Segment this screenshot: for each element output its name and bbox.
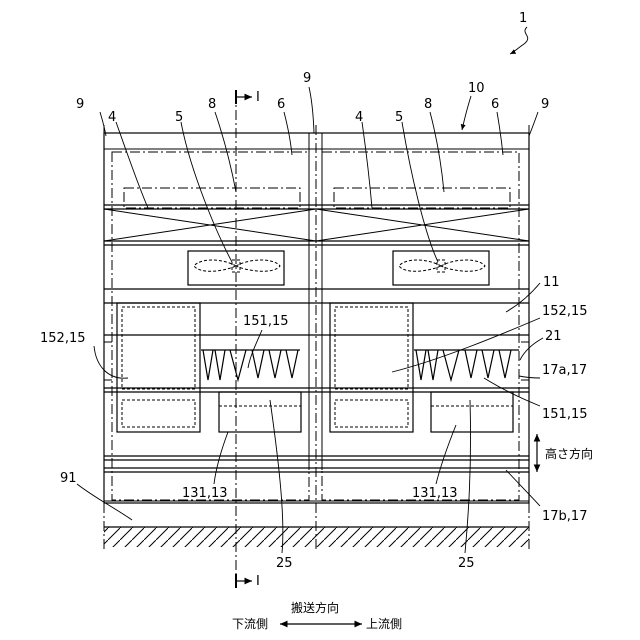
support-right-box: [431, 392, 513, 432]
label-support-right: 131,13: [412, 486, 458, 501]
right-zone-boundary: [322, 152, 519, 500]
leader-9-right: [529, 112, 538, 136]
leader-lines: [77, 87, 543, 553]
heater-upper-right-inner-a: [335, 307, 408, 389]
label-filter-left: 4: [108, 110, 116, 125]
nozzle-row-right: [414, 350, 519, 380]
label-housing: 10: [468, 81, 485, 96]
label-floor: 91: [60, 471, 77, 486]
label-partition-left: 6: [277, 97, 285, 112]
label-duct-right: 8: [424, 97, 432, 112]
leader-131-left: [214, 432, 228, 484]
label-divider-mid: 9: [303, 71, 311, 86]
label-fan-left: 5: [175, 110, 183, 125]
label-divider-right: 9: [541, 97, 549, 112]
device-leader-arrow: [510, 27, 528, 54]
label-filter-right: 4: [355, 110, 363, 125]
label-divider-left: 9: [76, 97, 84, 112]
section-line-I: I I: [236, 90, 260, 590]
fan-right: [393, 251, 489, 285]
leader-9-left: [100, 112, 106, 136]
fan-right-blade-b: [441, 260, 485, 271]
leader-131-right: [436, 425, 456, 484]
height-direction-indicator: 高さ方向: [537, 434, 593, 472]
fan-right-housing: [393, 251, 489, 285]
support-left-box: [219, 392, 301, 432]
conveying-direction-legend: 搬送方向 下流側 上流側: [232, 600, 402, 631]
leader-152-right: [392, 318, 540, 372]
label-chamber: 11: [543, 275, 560, 290]
label-gap-right: 25: [458, 556, 475, 571]
label-partition-right: 6: [491, 97, 499, 112]
conveying-direction-label: 搬送方向: [291, 600, 339, 615]
device-reference: 1: [510, 11, 528, 54]
leader-10: [462, 96, 471, 130]
fan-left-blade-b: [236, 260, 280, 271]
leader-11: [506, 283, 540, 312]
label-gap-left: 25: [276, 556, 293, 571]
label-heater-lower-left: 151,15: [243, 314, 289, 329]
nozzle-left-teeth: [203, 350, 298, 380]
heater-upper-left-inner-b: [122, 400, 195, 427]
label-heater-upper-right: 152,15: [542, 304, 588, 319]
section-mark-top-label: I: [256, 90, 260, 105]
label-fan-right: 5: [395, 110, 403, 125]
section-mark-bottom-label: I: [256, 574, 260, 589]
filter-right: [316, 209, 529, 241]
height-direction-label: 高さ方向: [545, 446, 593, 461]
label-rail-lower: 17b,17: [542, 509, 587, 524]
label-heater-lower-right: 151,15: [542, 407, 588, 422]
nozzle-right-teeth: [416, 350, 511, 380]
label-support-left: 131,13: [182, 486, 228, 501]
heater-upper-right: [330, 303, 413, 432]
device-number-label: 1: [519, 11, 527, 26]
support-left: [219, 392, 301, 432]
divider-centerlines-9: [104, 125, 529, 550]
heater-upper-right-box: [330, 303, 413, 432]
leader-21: [520, 338, 543, 360]
heater-upper-left-box: [117, 303, 200, 432]
label-nozzle: 21: [545, 329, 562, 344]
heater-upper-right-inner-b: [335, 400, 408, 427]
leader-4-left: [116, 122, 148, 208]
label-duct-left: 8: [208, 97, 216, 112]
fan-right-blade-a: [399, 260, 441, 271]
leader-9-mid: [309, 87, 314, 133]
heater-upper-left: [117, 303, 200, 432]
label-rail-upper: 17a,17: [542, 363, 587, 378]
support-right: [431, 392, 513, 432]
nozzle-row-left: [201, 350, 300, 380]
heater-upper-left-inner-a: [122, 307, 195, 389]
fan-left-blade-a: [194, 260, 236, 271]
downstream-label: 下流側: [232, 617, 268, 631]
leader-152-left: [94, 346, 128, 378]
upstream-label: 上流側: [366, 617, 402, 631]
leader-4-right: [362, 122, 372, 208]
label-heater-upper-left: 152,15: [40, 331, 86, 346]
